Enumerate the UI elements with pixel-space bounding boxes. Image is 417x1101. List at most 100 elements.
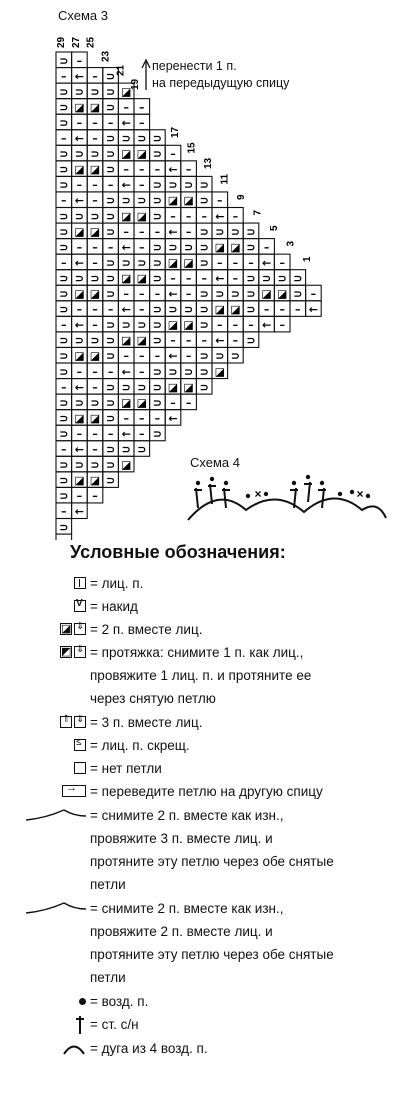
stitch-symbol: ◪ bbox=[74, 225, 84, 238]
stitch-symbol: – bbox=[61, 319, 67, 332]
stitch-symbol: – bbox=[186, 225, 192, 238]
s2-k2-psso-icon bbox=[26, 902, 86, 914]
stitch-symbol: – bbox=[186, 272, 192, 285]
stitch-symbol: ⊃ bbox=[231, 350, 240, 363]
stitch-symbol: ⊃ bbox=[215, 350, 224, 363]
stitch-symbol: ⊃ bbox=[200, 194, 209, 207]
stitch-symbol: ← bbox=[168, 288, 177, 301]
stitch-symbol: – bbox=[217, 194, 223, 207]
stitch-symbol: ⊃ bbox=[106, 163, 115, 176]
stitch-symbol: ⊃ bbox=[168, 179, 177, 192]
chain-icon bbox=[223, 480, 229, 486]
stitch-symbol: – bbox=[92, 194, 98, 207]
legend-symbol bbox=[26, 807, 86, 823]
stitch-symbol: ⊃ bbox=[106, 396, 115, 409]
stitch-symbol: ← bbox=[215, 272, 224, 285]
chain-icon bbox=[263, 491, 269, 497]
stitch-symbol: ⊃ bbox=[75, 85, 84, 98]
stitch-symbol: ⊃ bbox=[75, 334, 84, 347]
stitch-symbol: ◪ bbox=[121, 396, 131, 409]
stitch-symbol: ⊃ bbox=[59, 116, 68, 129]
stitch-symbol: ⊃ bbox=[200, 179, 209, 192]
stitch-symbol: ⊃ bbox=[200, 241, 209, 254]
stitch-symbol: ⊃ bbox=[106, 85, 115, 98]
cross-icon: × bbox=[356, 487, 363, 501]
stitch-symbol: ◪ bbox=[168, 381, 178, 394]
stitch-cell bbox=[149, 424, 166, 442]
stitch-symbol: ← bbox=[262, 319, 271, 332]
stitch-symbol: – bbox=[123, 225, 129, 238]
stitch-symbol: ◪ bbox=[168, 319, 178, 332]
stitch-symbol: ⊃ bbox=[153, 381, 162, 394]
stitch-symbol: ⊃ bbox=[106, 101, 115, 114]
stitch-symbol: – bbox=[61, 256, 67, 269]
chain-icon bbox=[195, 480, 201, 486]
stitch-symbol: ⊃ bbox=[200, 256, 209, 269]
stitch-symbol: – bbox=[186, 350, 192, 363]
legend-text: = ст. с/н bbox=[90, 1017, 139, 1032]
stitch-symbol: – bbox=[139, 241, 145, 254]
row-number: 29 bbox=[56, 36, 67, 48]
stitch-symbol: ⊃ bbox=[200, 303, 209, 316]
stitch-symbol: ⊃ bbox=[59, 148, 68, 161]
stitch-symbol: ← bbox=[168, 350, 177, 363]
stitch-symbol: ⊃ bbox=[75, 459, 84, 472]
row-number: 9 bbox=[236, 194, 247, 200]
legend-item: провяжите 3 п. вместе лиц. и bbox=[0, 828, 417, 850]
stitch-symbol: ⊃ bbox=[153, 427, 162, 440]
row-number: 23 bbox=[100, 50, 111, 62]
stitch-symbol: ⊃ bbox=[184, 241, 193, 254]
stitch-symbol: ⊃ bbox=[122, 381, 131, 394]
legend-symbol bbox=[79, 993, 86, 1009]
stitch-symbol: ◪ bbox=[121, 334, 131, 347]
legend-text: = снимите 2 п. вместе как изн., bbox=[90, 901, 284, 916]
legend-item: провяжите 1 лиц. п. и протяните ее bbox=[0, 665, 417, 687]
stitch-symbol: ⊃ bbox=[106, 210, 115, 223]
stitch-symbol: ◪ bbox=[90, 474, 100, 487]
stitch-symbol: – bbox=[108, 365, 114, 378]
stitch-symbol: ⊃ bbox=[153, 272, 162, 285]
legend-item: = лиц. п. bbox=[0, 573, 417, 595]
chain-icon bbox=[79, 997, 86, 1005]
stitch-symbol: – bbox=[233, 210, 239, 223]
stitch-symbol: – bbox=[170, 272, 176, 285]
chain-icon bbox=[209, 476, 215, 482]
stitch-symbol: ⊃ bbox=[153, 303, 162, 316]
stitch-symbol: ⊃ bbox=[200, 381, 209, 394]
stitch-symbol: ⊃ bbox=[122, 443, 131, 456]
legend-symbol bbox=[26, 900, 86, 916]
stitch-symbol: – bbox=[279, 256, 285, 269]
legend-text: = 3 п. вместе лиц. bbox=[90, 715, 203, 730]
stitch-cell bbox=[211, 362, 229, 380]
legend-symbol bbox=[74, 575, 86, 591]
arc-icon bbox=[63, 1045, 85, 1055]
stitch-symbol: – bbox=[108, 116, 114, 129]
legend-symbol: → bbox=[62, 782, 86, 799]
legend-text: = лиц. п. bbox=[90, 576, 144, 591]
stitch-symbol: ⊃ bbox=[59, 210, 68, 223]
legend-item: = возд. п. bbox=[0, 991, 417, 1013]
stitch-symbol: ◪ bbox=[121, 272, 131, 285]
stitch-symbol: – bbox=[139, 116, 145, 129]
stitch-symbol: ⊃ bbox=[137, 132, 146, 145]
stitch-symbol: ⊃ bbox=[59, 350, 68, 363]
stitch-symbol: ⊃ bbox=[75, 210, 84, 223]
stitch-symbol: ⊃ bbox=[200, 319, 209, 332]
stitch-symbol: ⊃ bbox=[106, 443, 115, 456]
stitch-symbol: – bbox=[123, 163, 129, 176]
stitch-symbol: ◪ bbox=[183, 381, 193, 394]
stitch-symbol: ⊃ bbox=[231, 225, 240, 238]
stitch-symbol: ⊃ bbox=[137, 443, 146, 456]
stitch-symbol: – bbox=[248, 256, 254, 269]
stitch-symbol: ◪ bbox=[121, 148, 131, 161]
stitch-symbol: ⊃ bbox=[246, 225, 255, 238]
stitch-symbol: – bbox=[123, 101, 129, 114]
stitch-cell bbox=[242, 331, 260, 348]
stitch-symbol: ◪ bbox=[90, 101, 100, 114]
stitch-symbol: ← bbox=[75, 505, 84, 518]
stitch-symbol: – bbox=[264, 303, 270, 316]
stitch-symbol: ⊃ bbox=[278, 272, 287, 285]
stitch-symbol: ⊃ bbox=[184, 303, 193, 316]
stitch-symbol: ◪ bbox=[168, 194, 178, 207]
stitch-symbol: ⊃ bbox=[153, 365, 162, 378]
